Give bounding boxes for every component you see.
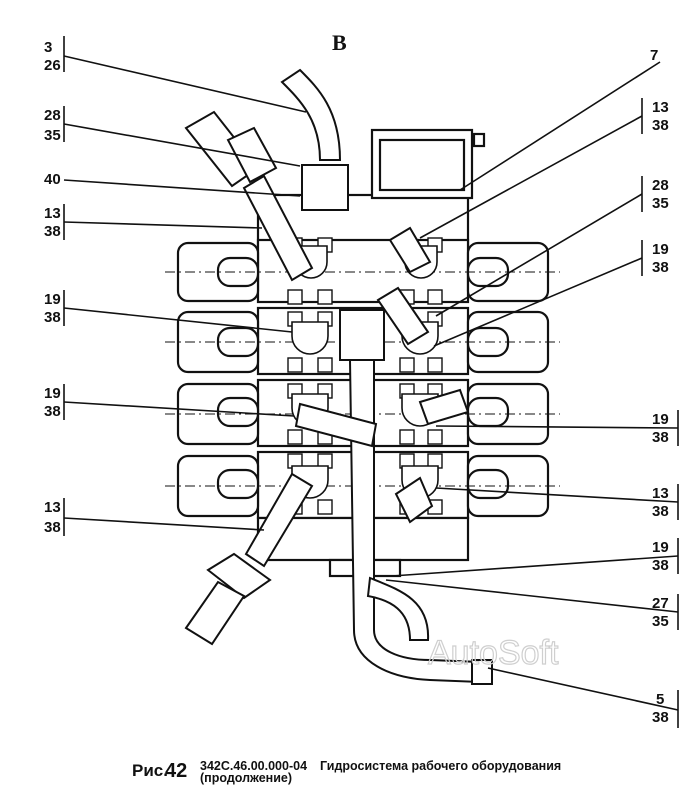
callout-3: 3 [44,39,52,56]
callout-19: 19 [652,411,669,428]
watermark: AutoSoft [428,634,559,672]
callouts-right: 7 13 38 28 35 19 38 19 38 13 38 19 38 27… [650,47,669,726]
figure-number: 42 [165,760,187,782]
callout-38: 38 [44,519,61,536]
callout-38: 38 [44,309,61,326]
callout-13: 13 [44,499,61,516]
callout-38: 38 [44,223,61,240]
figure-label: Рис. [132,761,168,780]
callout-19: 19 [652,539,669,556]
callout-35: 35 [652,195,669,212]
leader-lines [63,36,679,728]
callout-35: 35 [652,613,669,630]
figure-title: Гидросистема рабочего оборудования [320,759,561,773]
callout-13: 13 [44,205,61,222]
callout-38: 38 [652,117,669,134]
callout-38: 38 [44,403,61,420]
callout-38: 38 [652,557,669,574]
callout-13: 13 [652,485,669,502]
figure-caption: Рис. 42 342С.46.00.000-04 Гидросистема р… [132,759,561,785]
callout-7: 7 [650,47,658,64]
spool-section-1 [176,238,550,304]
callout-35: 35 [44,127,61,144]
callout-27: 27 [652,595,669,612]
callout-26: 26 [44,57,61,74]
control-unit-plug [472,132,486,148]
figure-subtitle: (продолжение) [200,771,292,785]
callout-13: 13 [652,99,669,116]
control-unit-cover [378,138,466,192]
callout-38: 38 [652,259,669,276]
callout-19: 19 [652,241,669,258]
callout-40: 40 [44,171,61,188]
callout-28: 28 [44,107,61,124]
callout-5: 5 [656,691,664,708]
callout-28: 28 [652,177,669,194]
callout-19: 19 [44,291,61,308]
callout-38: 38 [652,709,669,726]
callout-38: 38 [652,503,669,520]
view-letter: В [332,30,347,55]
callout-19: 19 [44,385,61,402]
hoses [184,68,493,685]
callouts-left: 3 26 28 35 40 13 38 19 38 19 38 13 38 [44,39,61,536]
callout-38: 38 [652,429,669,446]
figure-code: 342С.46.00.000-04 [200,759,307,773]
